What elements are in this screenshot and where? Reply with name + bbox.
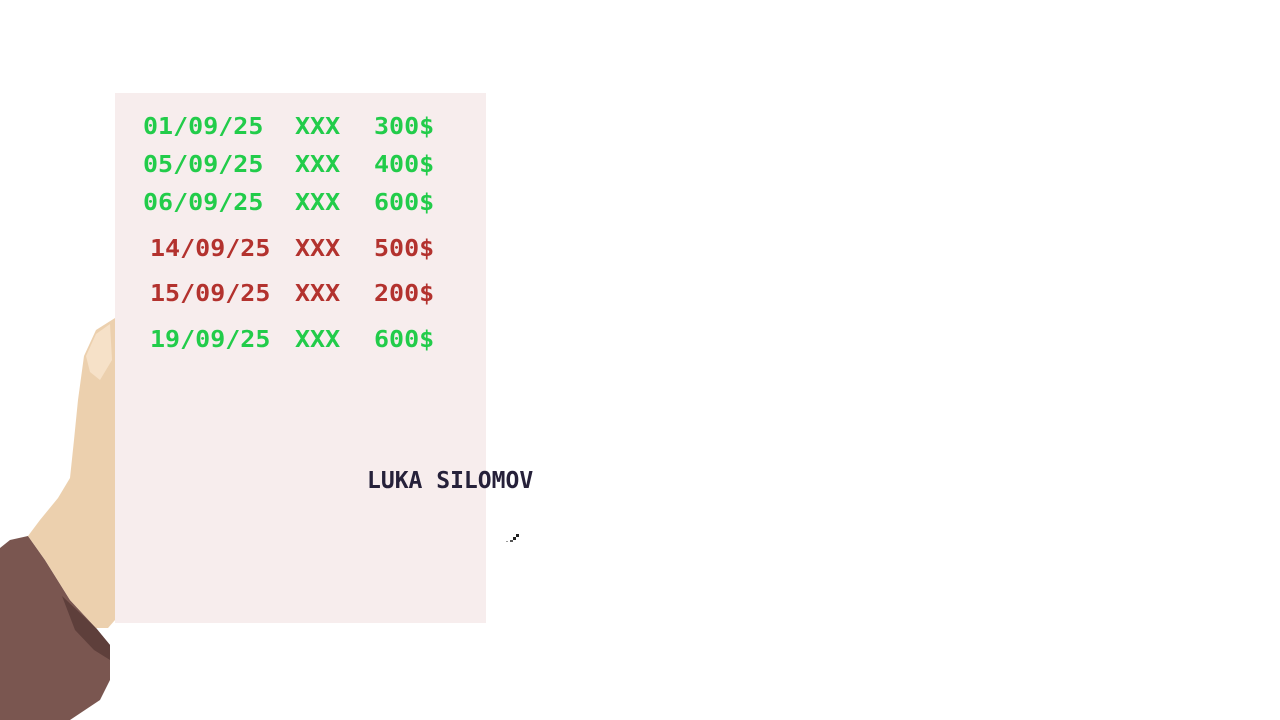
transaction-amount: 500$ xyxy=(374,235,435,262)
sleeve-shadow xyxy=(62,596,110,660)
transaction-date: 05/09/25 xyxy=(143,151,264,178)
signature-name: LUKA SILOMOV xyxy=(367,468,534,494)
palm-shape xyxy=(28,318,115,628)
transaction-amount: 600$ xyxy=(374,326,435,353)
transaction-date: 14/09/25 xyxy=(150,235,271,262)
transaction-amount: 300$ xyxy=(374,113,435,140)
transaction-description: XXX xyxy=(295,280,341,307)
transaction-amount: 200$ xyxy=(374,280,435,307)
transaction-description: XXX xyxy=(295,189,341,216)
transaction-date: 01/09/25 xyxy=(143,113,264,140)
transaction-date: 19/09/25 xyxy=(150,326,271,353)
transaction-amount: 400$ xyxy=(374,151,435,178)
transaction-date: 15/09/25 xyxy=(150,280,271,307)
transaction-description: XXX xyxy=(295,151,341,178)
transaction-amount: 600$ xyxy=(374,189,435,216)
sleeve-shape xyxy=(0,536,110,720)
cursor-icon xyxy=(506,534,519,542)
transaction-description: XXX xyxy=(295,113,341,140)
transaction-description: XXX xyxy=(295,235,341,262)
finger-highlight xyxy=(86,324,112,380)
transaction-description: XXX xyxy=(295,326,341,353)
transaction-date: 06/09/25 xyxy=(143,189,264,216)
